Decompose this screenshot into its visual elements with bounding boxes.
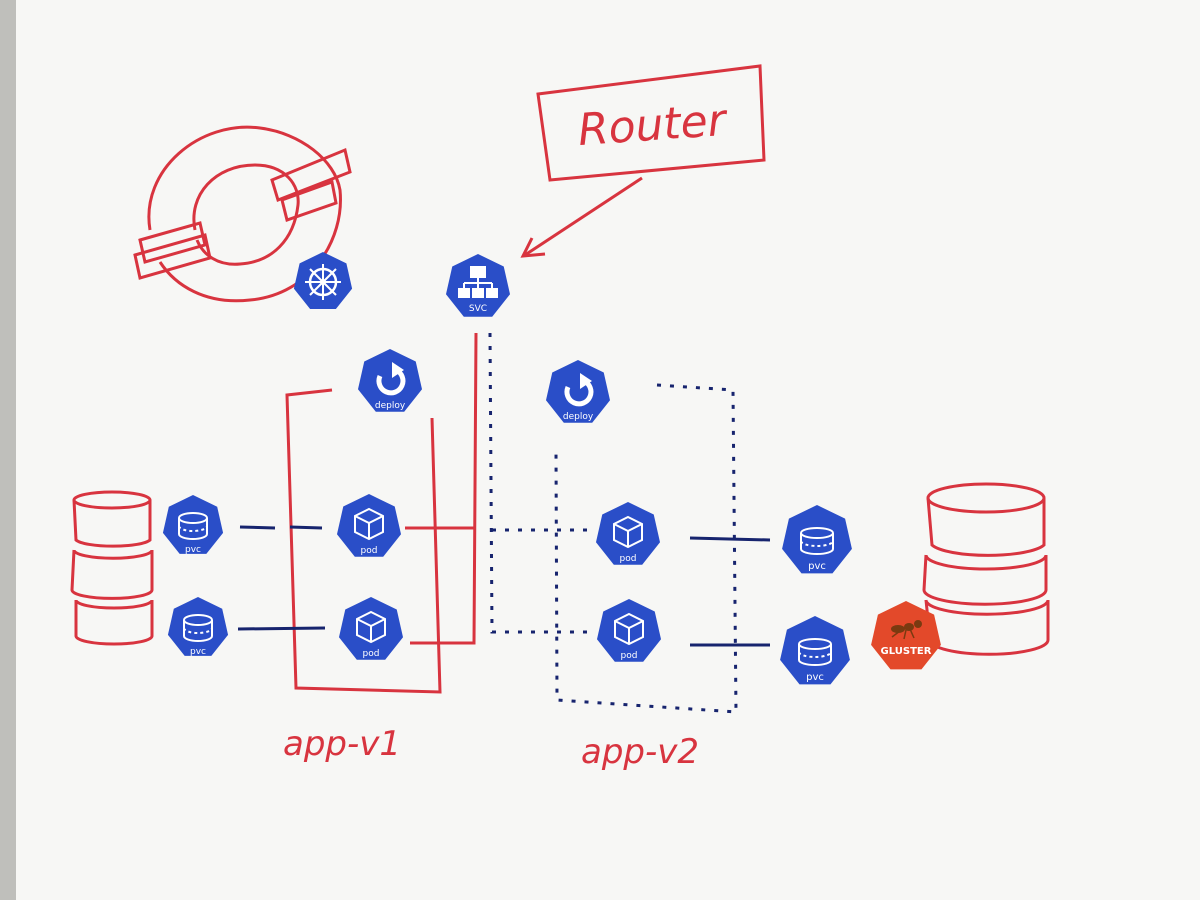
pvc-v1-1-label: pvc	[185, 545, 201, 555]
pvc-v1-2-icon: pvc	[167, 597, 229, 657]
router-box: Router	[536, 64, 766, 182]
pvc-link-v1-2	[237, 626, 326, 631]
svc-label: svc	[469, 304, 487, 314]
right-storage-stack-icon	[922, 482, 1050, 656]
pvc-pod-links	[237, 525, 771, 647]
router-arrow	[520, 176, 643, 258]
pod-v1-2-icon: pod	[338, 597, 404, 660]
pvc-v2-1-icon: pvc	[782, 505, 852, 574]
pod-v1-1-label: pod	[361, 546, 378, 556]
kubernetes-helm-icon	[293, 252, 353, 309]
pvc-v1-2-label: pvc	[190, 647, 206, 657]
app-v1-label: app-v1	[283, 724, 401, 764]
openshift-logo-icon	[133, 125, 352, 303]
pod-v1-1-icon: pod	[336, 494, 402, 557]
deploy-v1-label: deploy	[375, 401, 406, 411]
pvc-v2-1-label: pvc	[808, 561, 826, 572]
gluster-label: GLUSTER	[881, 646, 932, 657]
whiteboard-surface	[14, 0, 1200, 900]
pod-v2-2-label: pod	[621, 651, 638, 661]
pod-v2-1-icon: pod	[595, 502, 661, 565]
left-storage-stack-icon	[70, 490, 154, 646]
pvc-link-v1-1b	[289, 525, 323, 530]
pod-v1-2-label: pod	[363, 649, 380, 659]
svc-v1-connection	[405, 332, 478, 645]
pod-v2-1-label: pod	[620, 554, 637, 564]
deploy-v2-label: deploy	[563, 412, 594, 422]
gluster-ant-icon: GLUSTER	[871, 601, 941, 670]
deploy-v2-icon: deploy	[545, 360, 611, 423]
pvc-v2-2-icon: pvc	[780, 616, 850, 685]
pvc-link-v1-1a	[239, 525, 276, 530]
app-v2-label: app-v2	[581, 732, 699, 772]
svc-v2-connection	[488, 332, 596, 634]
whiteboard-frame	[0, 0, 16, 900]
svc-icon: svc	[445, 254, 511, 317]
pvc-v2-2-label: pvc	[806, 672, 824, 683]
pvc-v1-1-icon: pvc	[162, 495, 224, 555]
pvc-link-v2-1	[689, 536, 771, 542]
router-label: Router	[576, 95, 730, 156]
deploy-v1-icon: deploy	[357, 349, 423, 412]
pod-v2-2-icon: pod	[596, 599, 662, 662]
app-v1-group	[285, 388, 442, 694]
